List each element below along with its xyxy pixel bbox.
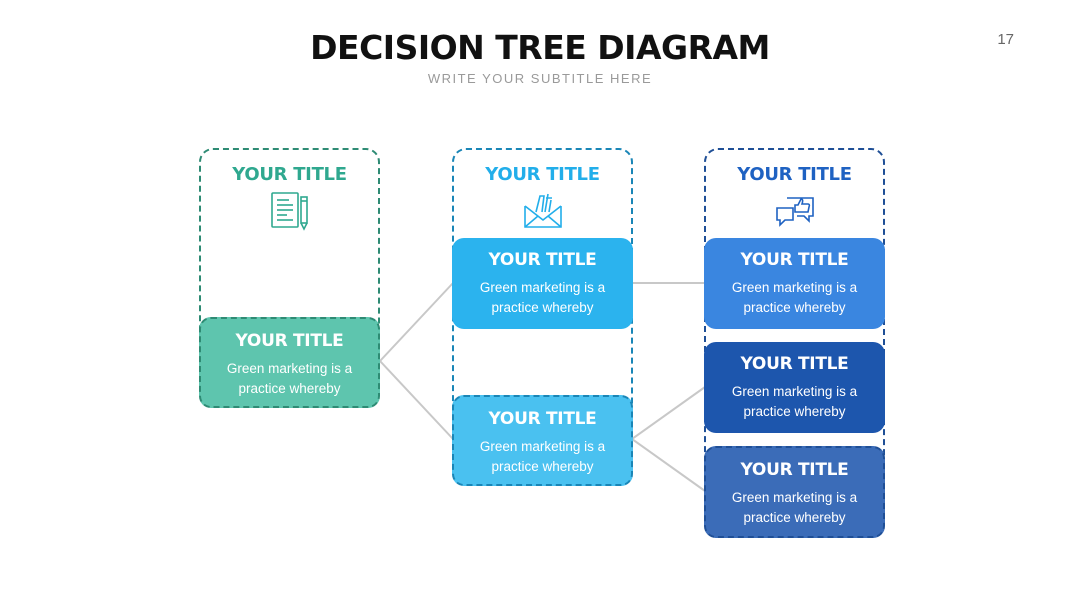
page-title: DECISION TREE DIAGRAM	[310, 28, 770, 67]
page-number: 17	[997, 31, 1014, 48]
column-3: YOUR TITLE YOUR TITLE Green marketing is…	[704, 148, 885, 538]
card-title: YOUR TITLE	[740, 460, 849, 480]
card-text: Green marketing is a practice whereby	[731, 490, 858, 525]
card-1-1: YOUR TITLE Green marketing is a practice…	[199, 317, 380, 408]
column-1: YOUR TITLE YOUR TITLE Green marketing is…	[199, 148, 380, 408]
speech-bubbles-thumbs-up-icon	[773, 190, 817, 235]
card-title: YOUR TITLE	[740, 354, 849, 374]
card-text: Green marketing is a practice whereby	[226, 361, 353, 396]
card-title: YOUR TITLE	[740, 250, 849, 270]
column-1-title: YOUR TITLE	[232, 164, 347, 185]
card-title: YOUR TITLE	[488, 250, 597, 270]
card-2-2: YOUR TITLE Green marketing is a practice…	[452, 395, 633, 486]
card-text: Green marketing is a practice whereby	[479, 439, 606, 474]
card-3-2: YOUR TITLE Green marketing is a practice…	[704, 342, 885, 433]
envelope-tools-icon	[522, 190, 564, 235]
card-3-1: YOUR TITLE Green marketing is a practice…	[704, 238, 885, 329]
card-3-3: YOUR TITLE Green marketing is a practice…	[704, 446, 885, 538]
connector-line	[379, 360, 454, 440]
column-3-title: YOUR TITLE	[737, 164, 852, 185]
column-2: YOUR TITLE YOUR TITLE Green marketing is…	[452, 148, 633, 486]
card-text: Green marketing is a practice whereby	[731, 280, 858, 315]
connector-line	[379, 282, 454, 362]
connector-line	[631, 438, 706, 492]
column-2-title: YOUR TITLE	[485, 164, 600, 185]
page-subtitle: WRITE YOUR SUBTITLE HERE	[427, 71, 653, 86]
connector-line	[631, 386, 706, 440]
card-title: YOUR TITLE	[488, 409, 597, 429]
card-text: Green marketing is a practice whereby	[731, 384, 858, 419]
card-2-1: YOUR TITLE Green marketing is a practice…	[452, 238, 633, 329]
card-text: Green marketing is a practice whereby	[479, 280, 606, 315]
document-pencil-icon	[269, 190, 311, 237]
card-title: YOUR TITLE	[235, 331, 344, 351]
